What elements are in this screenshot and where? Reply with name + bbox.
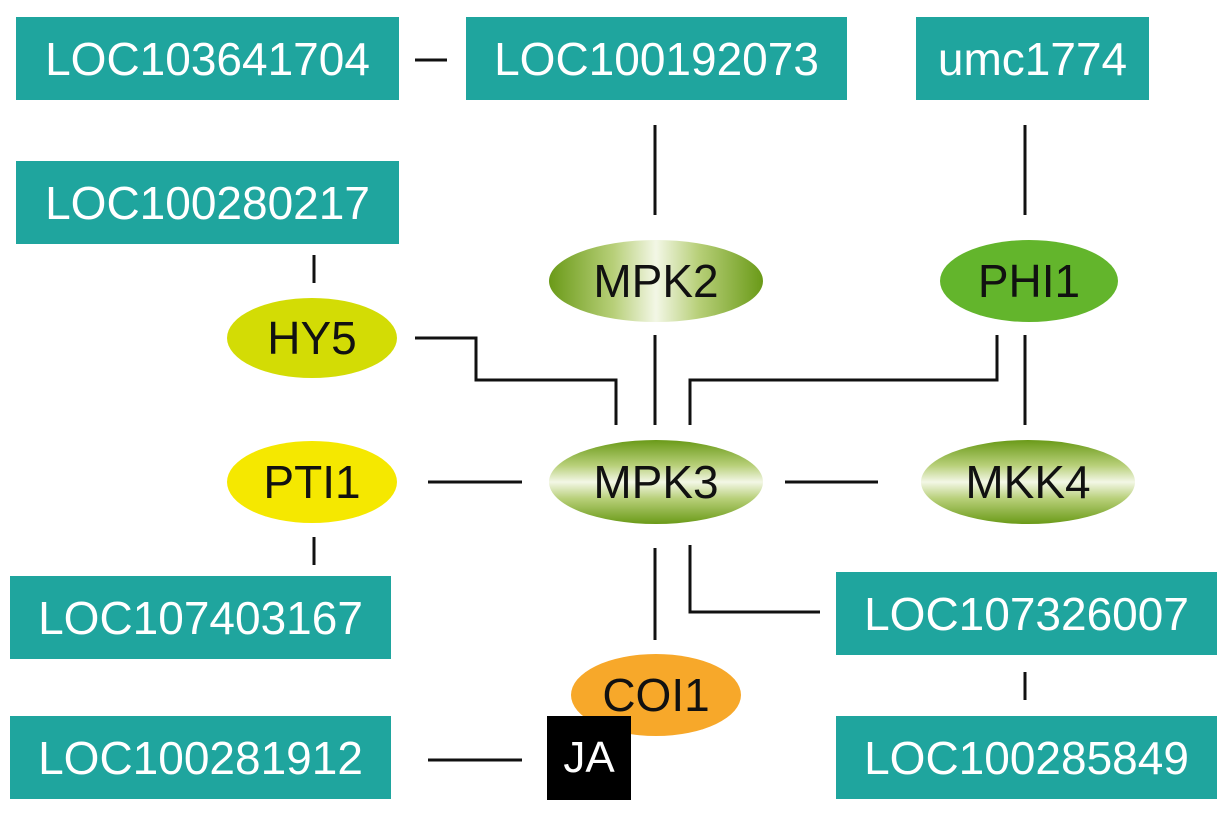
node-mpk3: MPK3 bbox=[549, 440, 763, 524]
node-loc100192073: LOC100192073 bbox=[466, 17, 847, 100]
node-phi1: PHI1 bbox=[940, 240, 1118, 322]
node-pti1: PTI1 bbox=[227, 441, 397, 523]
node-loc107403167: LOC107403167 bbox=[10, 576, 391, 659]
node-loc100281912: LOC100281912 bbox=[10, 716, 391, 799]
node-loc100285849: LOC100285849 bbox=[836, 716, 1217, 799]
node-loc100280217: LOC100280217 bbox=[16, 161, 399, 244]
node-umc1774: umc1774 bbox=[916, 17, 1149, 100]
edge-mpk3-loc107326007 bbox=[688, 545, 820, 614]
edge-phi1-mpk3 bbox=[688, 335, 999, 425]
edge-hy5-mpk3 bbox=[415, 336, 618, 425]
node-mpk2: MPK2 bbox=[549, 240, 763, 322]
node-ja: JA bbox=[547, 716, 631, 800]
node-loc107326007: LOC107326007 bbox=[836, 572, 1217, 655]
node-hy5: HY5 bbox=[227, 298, 397, 378]
node-loc103641704: LOC103641704 bbox=[16, 17, 399, 100]
node-mkk4: MKK4 bbox=[921, 440, 1135, 524]
